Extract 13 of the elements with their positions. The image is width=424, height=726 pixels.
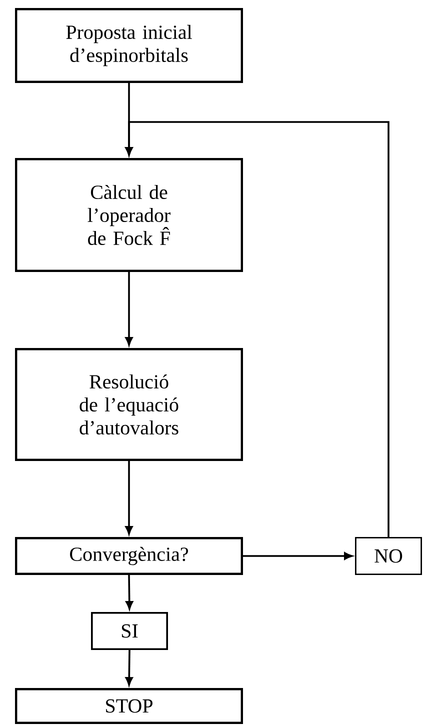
arrow (125, 650, 133, 686)
arrow (125, 461, 133, 534)
process-box: Càlcul de l’operador de Fock F̂ (15, 158, 243, 272)
arrow (243, 552, 352, 560)
process-box: NO (355, 537, 422, 575)
process-box: STOP (15, 688, 243, 724)
arrow (125, 121, 390, 537)
arrow (125, 272, 133, 346)
process-box: SI (91, 612, 168, 650)
process-box: Resolució de l’equació d’autovalors (15, 348, 243, 462)
process-box: Proposta inicial d’espinorbitals (15, 8, 243, 83)
process-box: Convergència? (15, 537, 243, 575)
arrow (126, 575, 134, 610)
